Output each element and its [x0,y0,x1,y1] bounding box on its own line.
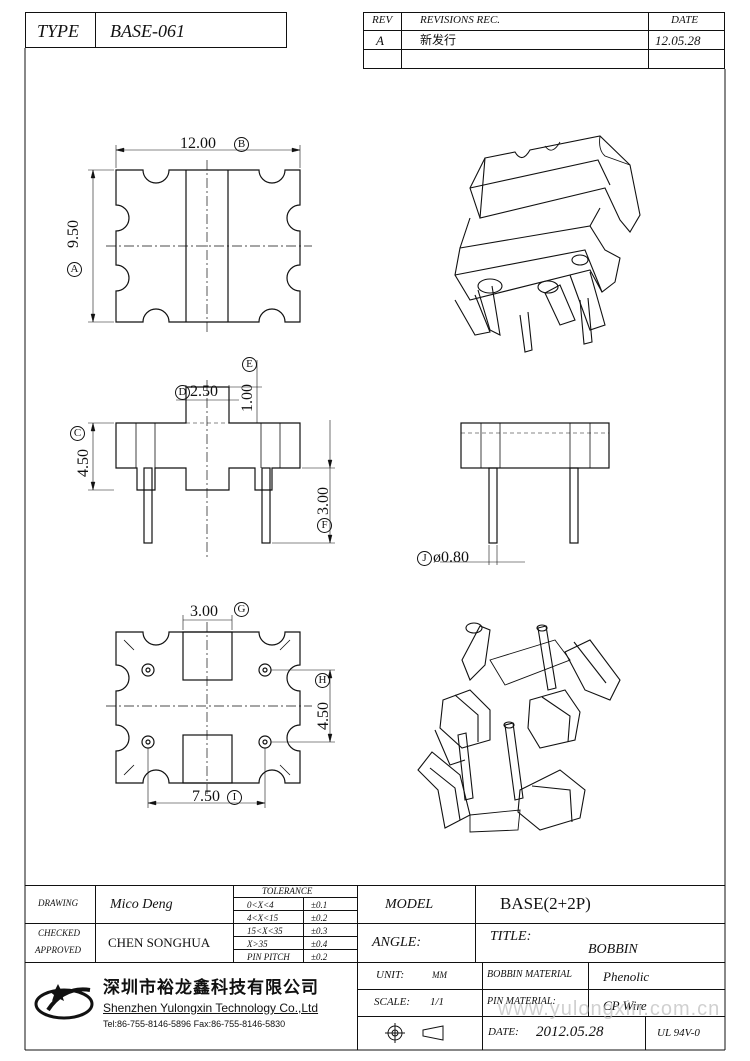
tag-e: E [242,357,257,372]
scale-label: SCALE: [374,996,411,1008]
pin-length-dim: 3.00 [315,487,332,515]
ul-rating: UL 94V-0 [657,1027,700,1039]
tolerance-range: X>35 [247,939,268,949]
tag-g: G [234,602,249,617]
tolerance-value: ±0.1 [311,900,328,910]
titleblock-top-border [25,885,725,886]
title-label: TITLE: [490,929,532,944]
drawing-value: Mico Deng [110,897,173,912]
scale-value: 1/1 [430,996,445,1008]
tolerance-row: 15<X<35 ±0.3 [233,923,357,937]
type-value: BASE-061 [110,21,185,41]
isometric-top-view [454,135,641,353]
tag-c: C [70,426,85,441]
front-height-dim: 4.50 [75,449,92,477]
top-width-dim: 12.00 [180,135,216,152]
checked-label: CHECKED [38,928,81,938]
type-label: TYPE [37,21,80,41]
tolerance-range: 15<X<35 [247,926,283,936]
side-view [440,422,610,565]
tag-j: J [417,551,432,566]
tolerance-value: ±0.2 [311,952,328,962]
tolerance-range: 0<X<4 [247,900,274,910]
bottom-view [106,615,335,808]
rev-label: REV [372,14,393,26]
revision-note: 新发行 [420,33,457,47]
model-value: BASE(2+2P) [500,894,591,913]
front-step-height-dim: 1.00 [239,384,256,412]
tag-i: I [227,790,242,805]
company-name-cn: 深圳市裕龙鑫科技有限公司 [103,978,319,998]
pin-diameter-dim: ø0.80 [433,549,469,566]
bottom-pitch-vertical-dim: 4.50 [315,702,332,730]
tolerance-row: X>35 ±0.4 [233,936,357,950]
date-label: DATE: [488,1026,519,1038]
approved-label: APPROVED [35,945,81,955]
rev-value: A [376,33,384,48]
rev-date: 12.05.28 [655,33,701,48]
tolerance-value: ±0.3 [311,926,328,936]
tag-d: D [175,385,190,400]
date-value: 2012.05.28 [536,1024,604,1040]
tolerance-row: PIN PITCH ±0.2 [233,949,357,963]
pin-material-label: PIN MATERIAL: [487,996,556,1007]
company-logo-icon [34,984,94,1020]
drawing-label: DRAWING [38,898,79,908]
projection-symbol-icon [385,1023,444,1043]
title-value: BOBBIN [588,942,638,957]
company-name-en: Shenzhen Yulongxin Technology Co.,Ltd [103,1001,319,1015]
tag-b: B [234,137,249,152]
tolerance-row: 0<X<4 ±0.1 [233,897,357,911]
watermark: www.yulongxin.com.cn [498,998,721,1020]
angle-label: ANGLE: [372,935,421,950]
checked-value: CHEN SONGHUA [108,935,211,950]
revision-table [363,12,725,69]
bobbin-material-label: BOBBIN MATERIAL [487,969,572,980]
top-view [88,145,312,332]
tag-a: A [67,262,82,277]
tolerance-range: PIN PITCH [247,952,290,962]
tolerance-value: ±0.4 [311,939,328,949]
tolerance-range: 4<X<15 [247,913,279,923]
tolerance-label: TOLERANCE [262,886,313,896]
company-contact: Tel:86-755-8146-5896 Fax:86-755-8146-583… [103,1019,286,1029]
tag-h: H [315,673,330,688]
bottom-slot-width-dim: 3.00 [190,603,218,620]
tolerance-row: 4<X<15 ±0.2 [233,910,357,924]
model-label: MODEL [385,897,434,912]
type-box [25,12,287,48]
front-step-width-dim: 2.50 [190,383,218,400]
revisions-label: REVISIONS REC. [420,14,501,26]
top-height-dim: 9.50 [65,220,82,248]
tag-f: F [317,518,332,533]
bottom-pitch-horizontal-dim: 7.50 [192,788,220,805]
date-header-label: DATE [671,14,699,26]
bobbin-material-value: Phenolic [603,969,650,984]
pin-material-value: CP Wire [603,998,647,1013]
unit-value: MM [432,970,447,980]
isometric-bottom-view [417,622,621,833]
tolerance-value: ±0.2 [311,913,328,923]
unit-label: UNIT: [376,969,405,981]
